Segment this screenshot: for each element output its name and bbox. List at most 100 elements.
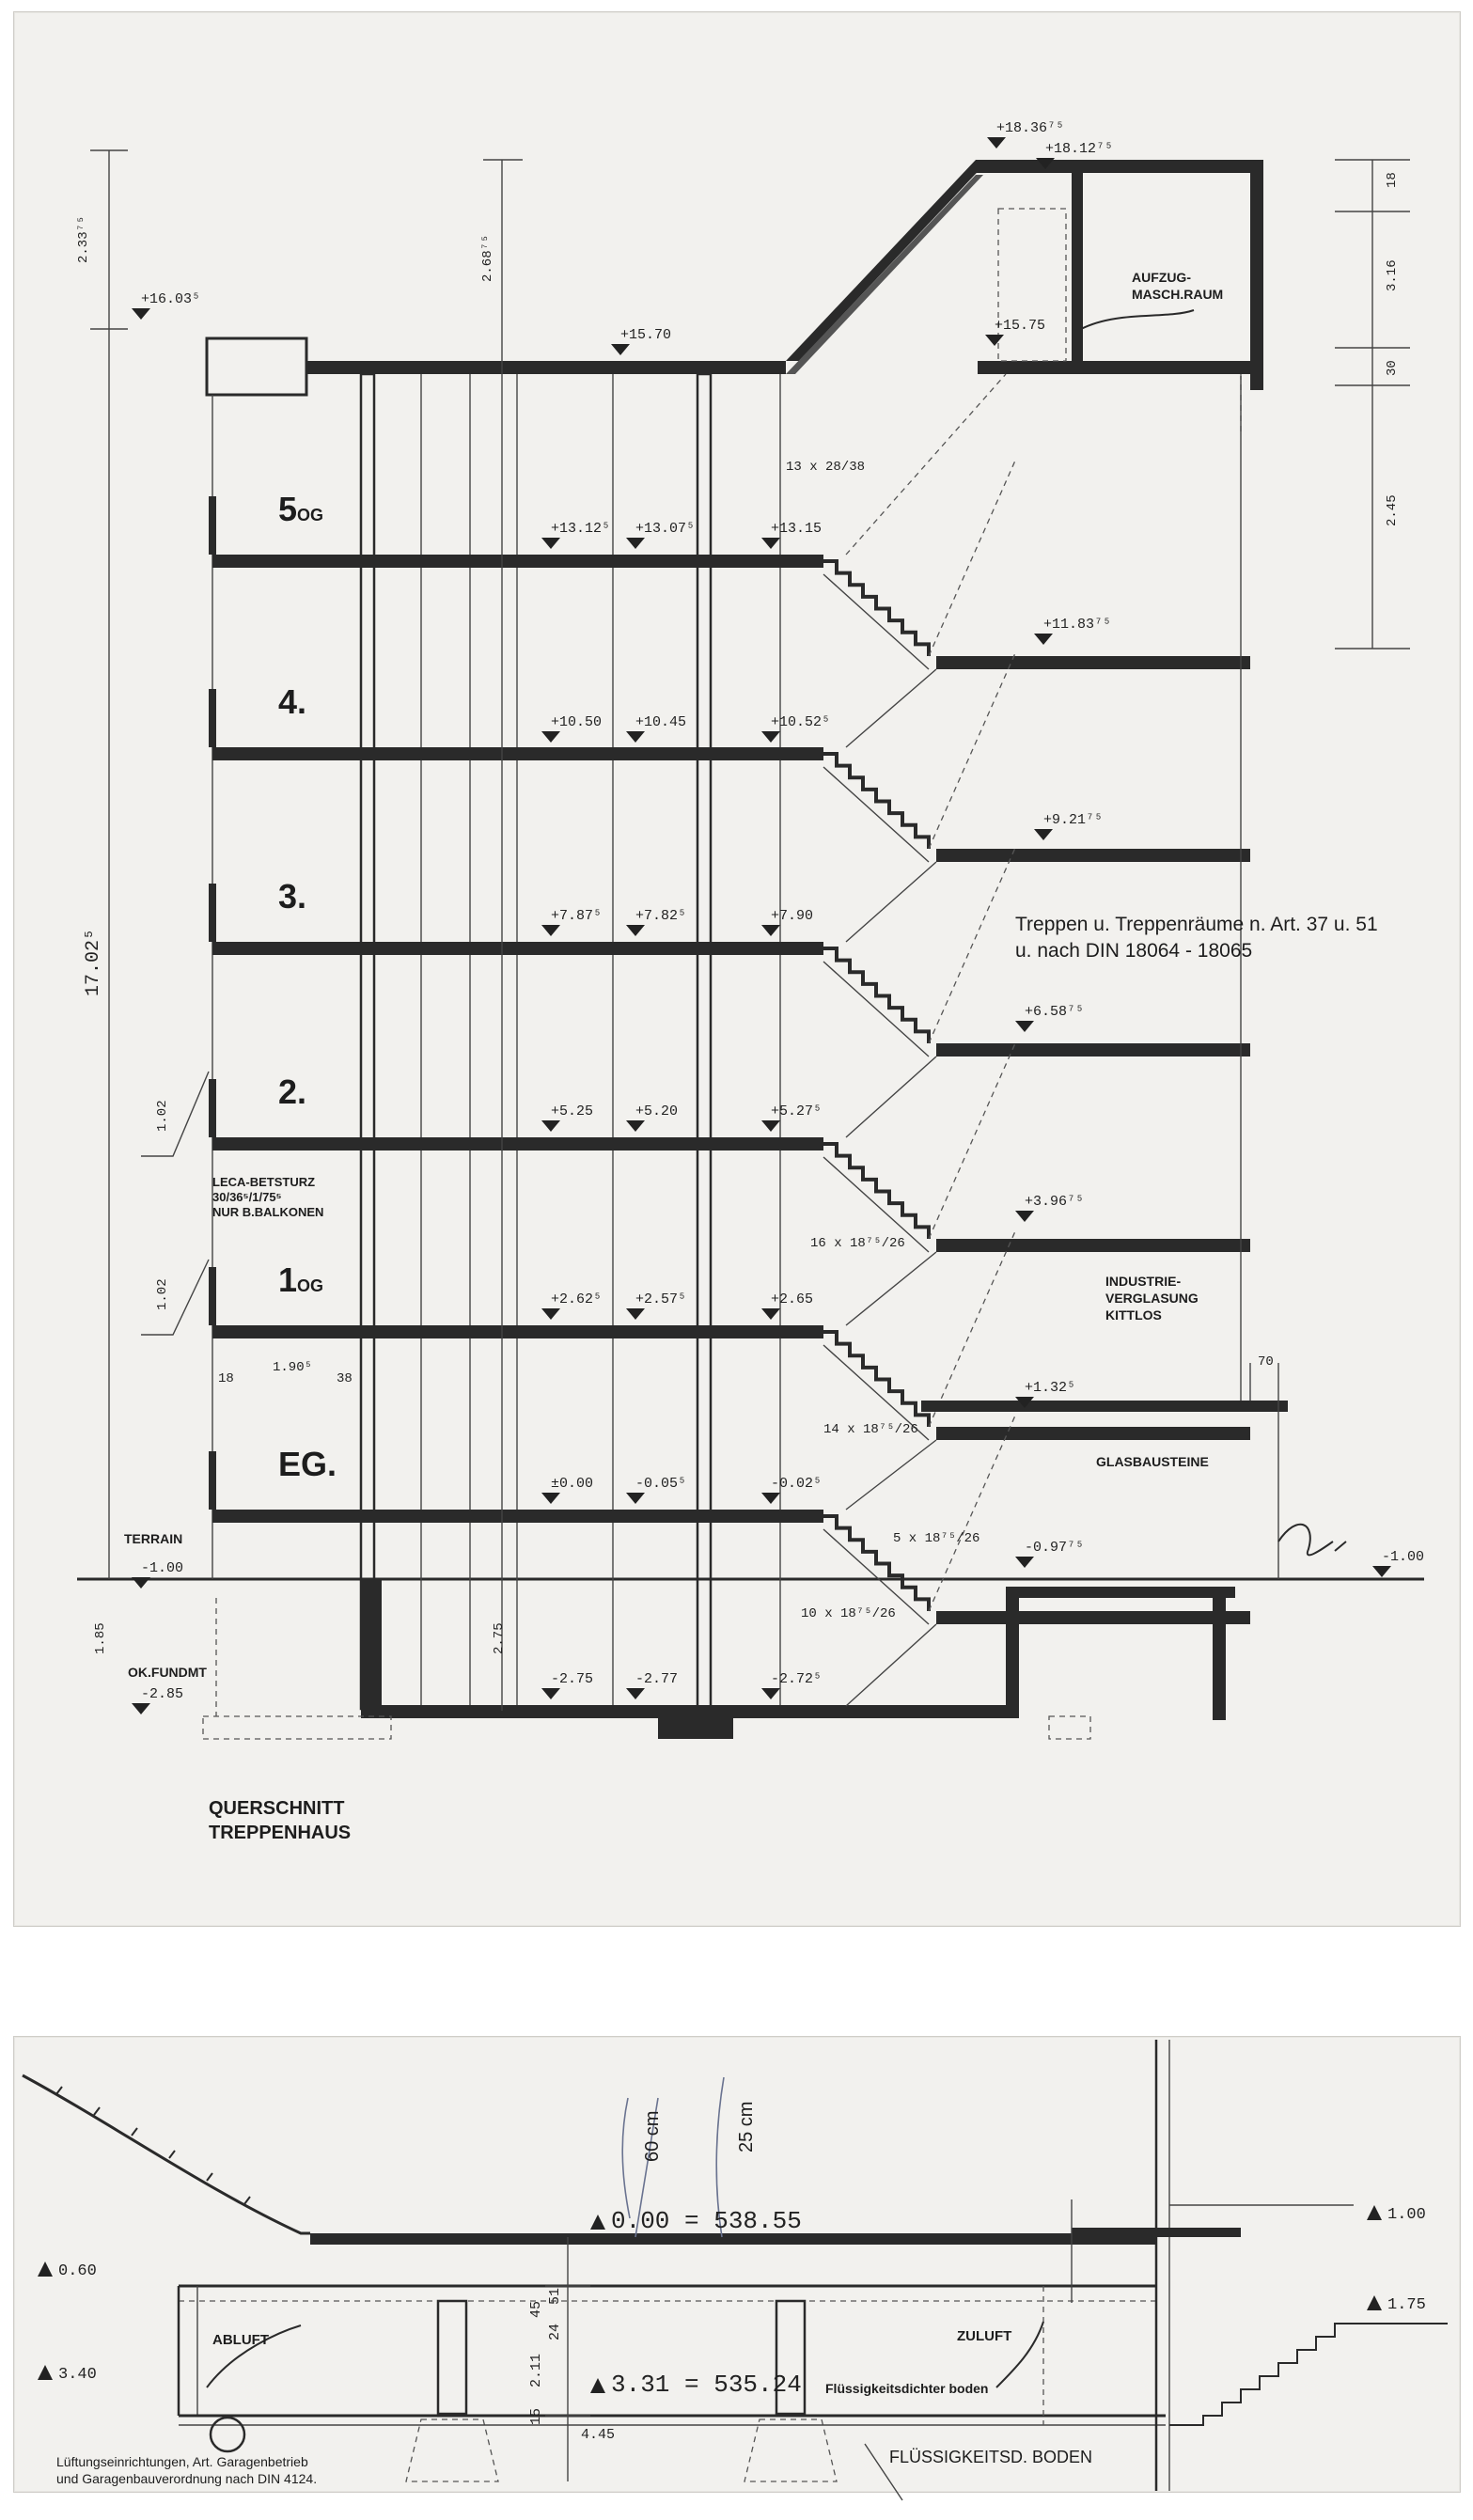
dim-text: 38 [337,1371,353,1386]
footing-mid [658,1718,733,1739]
level-triangle [626,731,645,743]
abluft-arrow [206,2324,302,2388]
machine-room-void [997,208,1067,362]
machine-room-note: AUFZUG-MASCH.RAUM [1132,270,1223,302]
stair-string [845,1251,937,1326]
level-mark: 1.00 [1387,2206,1426,2224]
level-mark: +18.12⁷⁵ [1045,141,1113,157]
stair-flight-up [928,1415,1016,1612]
floor-leader [864,2443,903,2501]
basement-floor [361,1705,1019,1718]
stair-spec: 5 x 18⁷⁵/26 [893,1531,979,1546]
stair-regulation-note: Treppen u. Treppenräume n. Art. 37 u. 51… [1015,914,1378,962]
level-mark: +13.07⁵ [635,521,695,537]
level-triangle [541,1688,560,1699]
dim-text: 1.85 [93,1622,108,1654]
level-mark: -2.85 [141,1686,183,1702]
column-2-footing [744,2418,838,2482]
level-triangle [1015,1211,1034,1222]
level-mark: +18.36⁷⁵ [996,120,1064,136]
level-mark: +15.75 [995,318,1045,334]
dim-text: 70 [1258,1354,1274,1370]
level-mark: -2.75 [551,1671,593,1687]
footing-left [202,1715,392,1740]
level-mark: +10.45 [635,714,686,730]
stair-string [845,1439,937,1510]
dim-text: 24 [547,2324,563,2340]
level-mark: 0.00 = 538.55 [611,2207,802,2235]
level-triangle [132,308,150,320]
liquid-tight-floor-tag: Flüssigkeitsdichter boden [825,2381,988,2396]
handwritten-note: 60 cm [642,2111,663,2162]
stair-landing [936,1611,1250,1624]
dim-text: 1.02 [155,1100,170,1132]
level-triangle [761,1493,780,1504]
dim-text: 1.02 [155,1278,170,1310]
level-mark: +3.96⁷⁵ [1025,1194,1084,1210]
stair-landing [936,1427,1250,1440]
stair-soffit [823,961,930,1057]
intake-air-label: ZULUFT [957,2328,1011,2344]
facade-parapet [209,689,216,747]
level-mark: ±0.00 [551,1476,593,1492]
garage-column-1 [436,2299,468,2416]
level-triangle [1015,1021,1034,1032]
machine-room-wall [1250,160,1263,390]
level-triangle [761,1308,780,1320]
level-triangle [1034,634,1053,645]
caption-line-2: TREPPENHAUS [209,1823,351,1843]
level-mark: +10.50 [551,714,602,730]
stair-flight-down [823,559,931,656]
level-mark: +6.58⁷⁵ [1025,1004,1084,1020]
level-triangle [1015,1557,1034,1568]
level-triangle [541,925,560,936]
stair-soffit [823,573,930,670]
level-mark: +9.21⁷⁵ [1043,812,1103,828]
stair-landing [936,849,1250,862]
level-mark: -1.00 [1382,1549,1424,1565]
level-triangle [626,1120,645,1132]
liquid-tight-floor-label: FLÜSSIGKEITSD. BODEN [889,2448,1092,2466]
level-mark: -0.05⁵ [635,1476,686,1492]
stair-string [845,1623,937,1707]
level-mark: +13.12⁵ [551,521,610,537]
footing-right [1048,1715,1091,1740]
level-triangle [541,1308,560,1320]
dim-text: 2.11 [528,2354,544,2387]
level-triangle [626,1688,645,1699]
level-mark: +16.03⁵ [141,291,200,307]
level-mark: +2.57⁵ [635,1291,686,1307]
dim-text: 2.45 [1385,494,1400,526]
drain-pipe [209,2416,246,2453]
stair-spec: 16 x 18⁷⁵/26 [810,1236,905,1251]
stair-spec: 13 x 28/38 [786,460,865,475]
level-triangle [626,1493,645,1504]
basement-roof-right [1019,1587,1235,1598]
facade-parapet [209,1451,216,1510]
dim-text: 2.75 [492,1622,507,1654]
facade-parapet [209,1079,216,1137]
stair-flight-up [928,1042,1016,1240]
stair-landing [936,1239,1250,1252]
zuluft-arrow [995,2321,1044,2388]
level-triangle [132,1703,150,1714]
stair-flight-up [928,652,1016,850]
handwritten-mark-2 [715,2076,725,2238]
machine-room-divider [1072,173,1083,361]
level-triangle [590,2215,605,2230]
dim-text: 30 [1385,360,1400,376]
level-triangle [761,731,780,743]
signature-scribble [1277,1523,1347,1557]
level-triangle [761,925,780,936]
stair-soffit [823,1528,930,1625]
sloped-roof-outer [786,160,989,361]
stair-flight-up [928,847,1016,1044]
level-mark: 0.60 [58,2262,97,2280]
level-mark: -1.00 [141,1560,183,1576]
foundation-note: OK.FUNDMT [128,1665,207,1680]
level-triangle [1367,2205,1382,2220]
level-triangle [761,538,780,549]
stair-spec: 14 x 18⁷⁵/26 [823,1422,918,1437]
